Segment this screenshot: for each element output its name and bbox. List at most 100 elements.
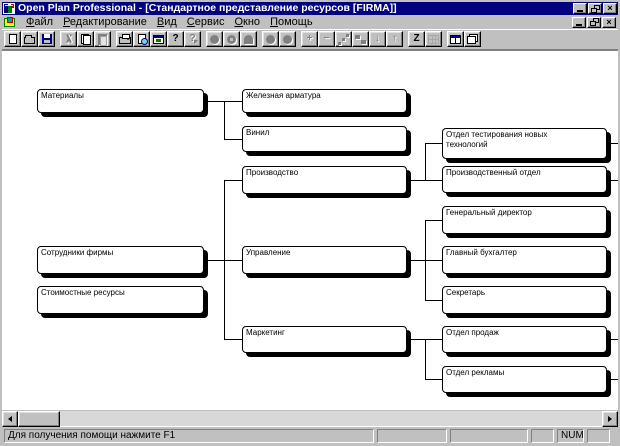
node-otdel-testirovaniya[interactable]: Отдел тестирования новых технологий xyxy=(442,128,607,159)
scrollbar-track[interactable] xyxy=(60,411,602,426)
close-button[interactable]: × xyxy=(603,3,617,14)
new-document-icon xyxy=(8,34,17,44)
circle-shape-icon xyxy=(210,34,219,44)
scrollbar-thumb[interactable] xyxy=(18,411,60,427)
resource-arch-button[interactable] xyxy=(240,31,257,47)
zoom-z-icon: Z xyxy=(413,33,420,44)
insert-window-button[interactable] xyxy=(150,31,167,47)
grid-network-icon xyxy=(428,34,439,44)
app-icon xyxy=(3,3,15,14)
restore-button[interactable] xyxy=(588,3,602,14)
node-otdel-prodazh[interactable]: Отдел продаж xyxy=(442,326,607,353)
connector-line xyxy=(224,139,242,140)
help-button[interactable]: ? xyxy=(167,31,184,47)
connector-line-offscreen xyxy=(607,339,618,340)
node-materialy[interactable]: Материалы xyxy=(37,89,204,113)
node-stoimostnye-resursy[interactable]: Стоимостные ресурсы xyxy=(37,286,204,314)
circle-shape-icon xyxy=(283,34,292,44)
node-proizvodstvennyy-otdel[interactable]: Производственный отдел xyxy=(442,166,607,193)
print-preview-button[interactable] xyxy=(133,31,150,47)
menu-edit[interactable]: Редактирование xyxy=(63,15,147,28)
node-proizvodstvo[interactable]: Производство xyxy=(242,166,407,194)
menu-view[interactable]: Вид xyxy=(156,15,177,28)
circle-shape-icon xyxy=(266,34,275,44)
connector-line xyxy=(224,339,242,340)
status-bar: Для получения помощи нажмите F1 NUM xyxy=(2,426,618,444)
window-view-icon xyxy=(153,34,164,44)
left-arrow-icon xyxy=(8,416,12,422)
resource-tree-canvas: Материалы Сотрудники фирмы Стоимостные р… xyxy=(2,50,618,410)
connector-line xyxy=(425,379,442,380)
status-panel xyxy=(587,428,610,443)
menu-help[interactable]: Помощь xyxy=(270,15,313,28)
zoom-button[interactable]: Z xyxy=(408,31,425,47)
paste-button[interactable] xyxy=(94,31,111,47)
menu-window[interactable]: Окно xyxy=(234,15,261,28)
circle-note-icon xyxy=(227,34,236,44)
resource-circle-note-button[interactable] xyxy=(223,31,240,47)
node-sekretar[interactable]: Секретарь xyxy=(442,286,607,314)
toolbar: ? ? + − ↓ ↑ Z xyxy=(2,29,618,50)
scroll-left-button[interactable] xyxy=(2,411,18,427)
save-button[interactable] xyxy=(38,31,55,47)
resource-circle-button[interactable] xyxy=(206,31,223,47)
minus-icon: − xyxy=(323,33,330,44)
connector-line xyxy=(425,339,426,380)
node-upravlenie[interactable]: Управление xyxy=(242,246,407,274)
node-otdel-reklamy[interactable]: Отдел рекламы xyxy=(442,366,607,393)
child-restore-button[interactable] xyxy=(587,16,601,28)
child-close-button[interactable]: × xyxy=(602,16,616,28)
copy-button[interactable] xyxy=(77,31,94,47)
up-arrow-icon: ↑ xyxy=(392,33,397,44)
cascade-windows-button[interactable] xyxy=(464,31,481,47)
shape-circle-b-button[interactable] xyxy=(279,31,296,47)
node-marketing[interactable]: Маркетинг xyxy=(242,326,407,353)
child-minimize-button[interactable] xyxy=(572,16,586,28)
move-up-button[interactable]: ↑ xyxy=(386,31,403,47)
window-title: Open Plan Professional - [Стандартное пр… xyxy=(18,2,397,14)
connector-line-offscreen xyxy=(607,180,618,181)
close-icon: × xyxy=(607,3,613,13)
node-zheleznaya-armatura[interactable]: Железная арматура xyxy=(242,89,407,113)
remove-button[interactable]: − xyxy=(318,31,335,47)
node-vinil[interactable]: Винил xyxy=(242,126,407,152)
link-dots-icon xyxy=(338,34,349,45)
shape-circle-a-button[interactable] xyxy=(262,31,279,47)
context-help-button[interactable]: ? xyxy=(184,31,201,47)
cascade-window-icon xyxy=(467,34,478,44)
menu-tools[interactable]: Сервис xyxy=(186,15,225,28)
link-nodes-button[interactable] xyxy=(335,31,352,47)
horizontal-scrollbar xyxy=(2,410,618,427)
menu-file[interactable]: Файл xyxy=(26,15,54,28)
network-view-button[interactable] xyxy=(425,31,442,47)
move-down-button[interactable]: ↓ xyxy=(369,31,386,47)
connector-line xyxy=(425,300,442,301)
down-arrow-icon: ↓ xyxy=(375,33,380,44)
restore-icon xyxy=(589,18,599,26)
status-message: Для получения помощи нажмите F1 xyxy=(4,428,374,443)
connector-line xyxy=(224,180,242,181)
minimize-button[interactable] xyxy=(573,3,587,14)
step-layout-button[interactable] xyxy=(352,31,369,47)
node-glavnyy-buhgalter[interactable]: Главный бухгалтер xyxy=(442,246,607,274)
node-generalnyy-direktor[interactable]: Генеральный директор xyxy=(442,206,607,234)
minimize-icon xyxy=(576,23,582,26)
magnifier-page-icon xyxy=(137,34,148,45)
connector-line-offscreen xyxy=(607,379,618,380)
new-button[interactable] xyxy=(4,31,21,47)
tile-windows-button[interactable] xyxy=(447,31,464,47)
add-button[interactable]: + xyxy=(301,31,318,47)
copy-pages-icon xyxy=(80,33,91,45)
connector-line xyxy=(224,180,225,340)
scroll-right-button[interactable] xyxy=(602,411,618,427)
open-folder-icon xyxy=(24,34,35,44)
stair-step-icon xyxy=(355,34,366,44)
arch-shape-icon xyxy=(244,34,253,44)
open-button[interactable] xyxy=(21,31,38,47)
cut-button[interactable] xyxy=(60,31,77,47)
node-sotrudniki-firmy[interactable]: Сотрудники фирмы xyxy=(37,246,204,274)
right-arrow-icon xyxy=(608,416,612,422)
connector-line xyxy=(407,339,442,340)
print-button[interactable] xyxy=(116,31,133,47)
